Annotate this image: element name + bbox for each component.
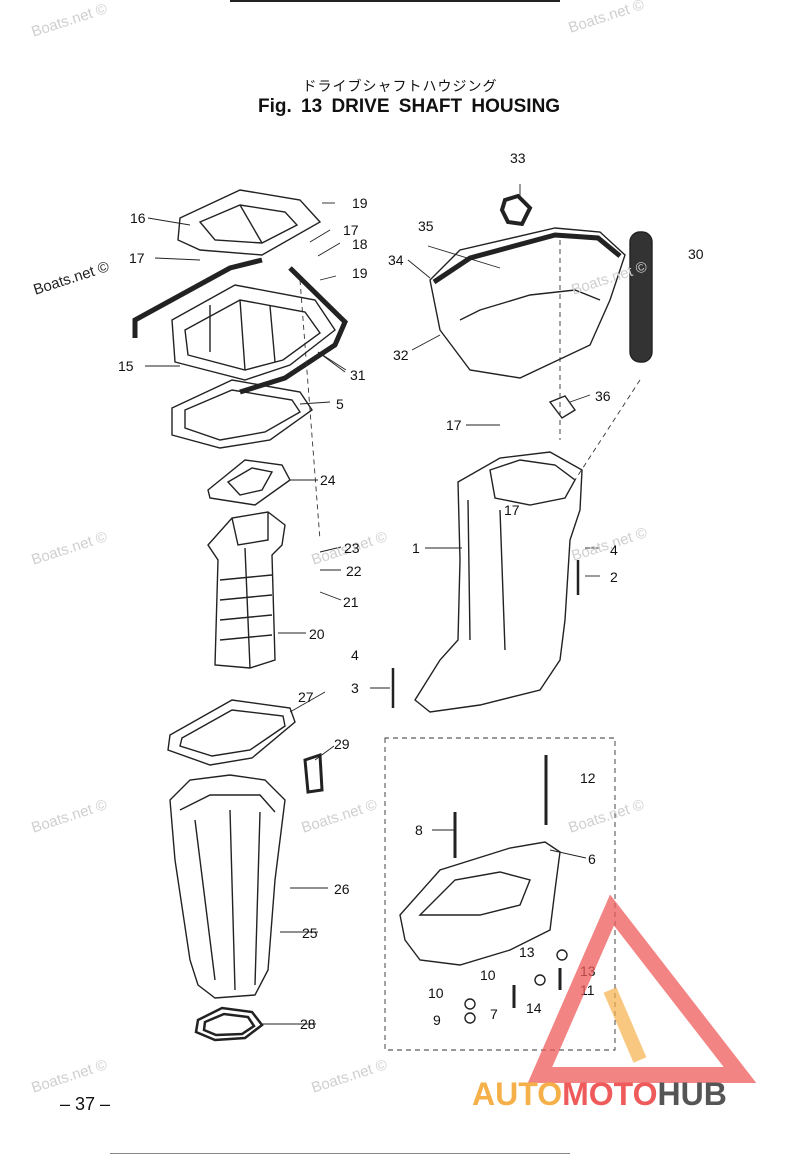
callout-36: 36 <box>595 388 611 404</box>
callout-9: 9 <box>433 1012 441 1028</box>
callout-31: 31 <box>350 367 366 383</box>
part-20-exhaust <box>207 511 286 669</box>
callout-17b: 17 <box>343 222 359 238</box>
callout-26: 26 <box>334 881 350 897</box>
callout-29: 29 <box>334 736 350 752</box>
callout-30: 30 <box>688 246 704 262</box>
part-7-washer <box>464 998 476 1010</box>
callout-34: 34 <box>388 252 404 268</box>
callout-16: 16 <box>130 210 146 226</box>
callout-13b: 13 <box>580 963 596 979</box>
callout-13: 13 <box>519 944 535 960</box>
part-10-washer <box>534 974 546 986</box>
page-number: – 37 – <box>60 1094 111 1114</box>
callout-5: 5 <box>336 396 344 412</box>
callout-4b: 4 <box>351 647 359 663</box>
callout-28: 28 <box>300 1016 316 1032</box>
part-5-gasket <box>171 379 313 449</box>
callout-18: 18 <box>352 236 368 252</box>
part-30-boot <box>629 231 653 363</box>
axis-line-boot <box>574 379 641 481</box>
part-33-handle <box>499 193 533 227</box>
callout-17d: 17 <box>504 502 520 518</box>
callout-24: 24 <box>320 472 336 488</box>
callout-4: 4 <box>610 542 618 558</box>
callout-7: 7 <box>490 1006 498 1022</box>
callout-17c: 17 <box>446 417 462 433</box>
callout-33: 33 <box>510 150 526 166</box>
part-36-bolt <box>548 395 577 419</box>
callout-10: 10 <box>480 967 496 983</box>
callout-32: 32 <box>393 347 409 363</box>
callout-15: 15 <box>118 358 134 374</box>
part-6-extension <box>399 841 561 966</box>
part-24-plate <box>207 459 291 506</box>
part-31-gasket <box>132 257 348 395</box>
callout-17: 17 <box>129 250 145 266</box>
callout-19b: 19 <box>352 265 368 281</box>
part-27-gasket <box>167 699 296 766</box>
part-9-washer <box>464 1012 476 1024</box>
callout-25: 25 <box>302 925 318 941</box>
callout-8: 8 <box>415 822 423 838</box>
callout-27: 27 <box>298 689 314 705</box>
logo-part-moto: MOTO <box>562 1076 658 1112</box>
bottom-rule <box>110 1153 570 1154</box>
callout-6: 6 <box>588 851 596 867</box>
callout-21: 21 <box>343 594 359 610</box>
logo-part-hub: HUB <box>657 1076 727 1112</box>
figure-title: Fig. 13 DRIVE SHAFT HOUSING <box>258 96 561 117</box>
callout-1: 1 <box>412 540 420 556</box>
part-1-housing <box>414 451 583 713</box>
axis-line-left <box>299 279 321 541</box>
part-16-plate <box>177 189 322 256</box>
part-25-muffler <box>169 774 286 999</box>
callout-3: 3 <box>351 680 359 696</box>
part-13-washer <box>556 949 568 961</box>
part-32-pan <box>429 227 626 379</box>
callout-19: 19 <box>352 195 368 211</box>
callout-11: 11 <box>580 982 595 998</box>
automotohub-logo: AUTOMOTOHUB <box>472 1076 727 1113</box>
logo-part-auto: AUTO <box>472 1076 563 1112</box>
callout-14: 14 <box>526 1000 542 1016</box>
top-rule <box>230 0 560 2</box>
callout-22: 22 <box>346 563 362 579</box>
callout-10b: 10 <box>428 985 444 1001</box>
callout-35: 35 <box>418 218 434 234</box>
part-29-clip <box>303 752 324 794</box>
callout-12: 12 <box>580 770 596 786</box>
part-15-mount <box>171 284 336 381</box>
callout-23: 23 <box>344 540 360 556</box>
callout-2: 2 <box>610 569 618 585</box>
part-28-gasket <box>194 1006 264 1042</box>
title-japanese: ドライブシャフトハウジング <box>302 79 498 95</box>
callout-20: 20 <box>309 626 325 642</box>
